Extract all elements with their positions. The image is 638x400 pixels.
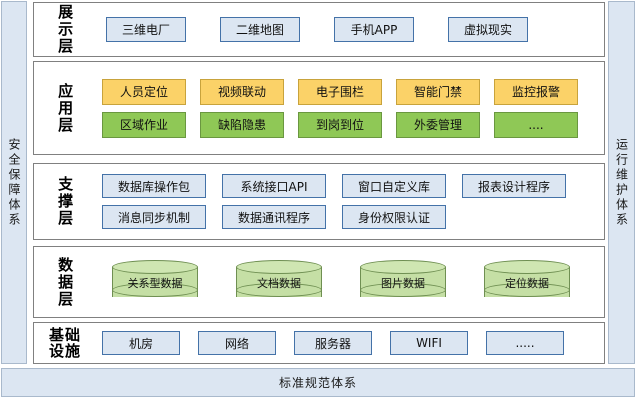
layer-label-data: 数据层 [34, 257, 96, 308]
node-row: 三维电厂 二维地图 手机APP 虚拟现实 [96, 17, 598, 42]
node-row: 关系型数据 文档数据 图片数据 定 [96, 260, 598, 304]
node-row: 机房 网络 服务器 WIFI ..... [96, 331, 598, 355]
cylinder-bottom-ellipse [360, 283, 446, 297]
node-application-1[interactable]: 人员定位 [102, 78, 186, 105]
node-application-7[interactable]: 缺陷隐患 [200, 111, 284, 138]
layer-infrastructure: 基础 设施 机房 网络 服务器 WIFI ..... [33, 322, 605, 364]
layer-body-data: 关系型数据 文档数据 图片数据 定 [96, 260, 604, 304]
node-application-9[interactable]: 外委管理 [396, 111, 480, 138]
node-infrastructure-3[interactable]: 服务器 [294, 331, 372, 355]
layer-label-support: 支撑层 [34, 176, 96, 227]
cylinder-bottom-ellipse [484, 283, 570, 297]
node-application-8[interactable]: 到岗到位 [298, 111, 382, 138]
cylinder-top-ellipse [112, 260, 198, 274]
node-application-4[interactable]: 智能门禁 [396, 78, 480, 105]
node-row: 人员定位 视频联动 电子围栏 智能门禁 监控报警 [96, 78, 598, 105]
node-application-2[interactable]: 视频联动 [200, 78, 284, 105]
node-support-7[interactable]: 身份权限认证 [342, 205, 446, 229]
node-application-3[interactable]: 电子围栏 [298, 78, 382, 105]
node-support-2[interactable]: 系统接口API [222, 174, 326, 198]
layer-label-infrastructure: 基础 设施 [34, 325, 96, 360]
node-application-6[interactable]: 区域作业 [102, 111, 186, 138]
node-presentation-1[interactable]: 三维电厂 [106, 17, 186, 42]
node-support-4[interactable]: 报表设计程序 [462, 174, 566, 198]
cylinder-data-2[interactable]: 文档数据 [236, 260, 322, 304]
layer-label-text: 应用层 [56, 82, 75, 134]
cylinder-label: 图片数据 [381, 277, 425, 290]
node-presentation-2[interactable]: 二维地图 [220, 17, 300, 42]
cylinder-label: 文档数据 [257, 277, 301, 290]
layer-label-text: 支撑层 [56, 176, 75, 227]
layer-body-infrastructure: 机房 网络 服务器 WIFI ..... [96, 331, 604, 355]
cylinder-data-1[interactable]: 关系型数据 [112, 260, 198, 304]
node-infrastructure-1[interactable]: 机房 [102, 331, 180, 355]
cylinder-label: 关系型数据 [127, 277, 183, 290]
right-vertical-band-operations: 运行维护体系 [608, 1, 635, 364]
node-row: 区域作业 缺陷隐患 到岗到位 外委管理 .... [96, 111, 598, 138]
layer-label-text: 数据层 [56, 256, 75, 308]
cylinder-bottom-ellipse [236, 283, 322, 297]
cylinder-label: 定位数据 [505, 277, 549, 290]
layer-body-support: 数据库操作包 系统接口API 窗口自定义库 报表设计程序 消息同步机制 数据通讯… [96, 174, 604, 229]
cylinder-top-ellipse [236, 260, 322, 274]
left-band-label: 安全保障体系 [7, 137, 21, 228]
node-presentation-3[interactable]: 手机APP [334, 17, 414, 42]
node-infrastructure-4[interactable]: WIFI [390, 331, 468, 355]
cylinder-bottom-ellipse [112, 283, 198, 297]
layer-data: 数据层 关系型数据 文档数据 [33, 246, 605, 318]
layer-label-presentation: 展示层 [34, 4, 96, 55]
left-vertical-band-security: 安全保障体系 [1, 1, 27, 364]
node-support-6[interactable]: 数据通讯程序 [222, 205, 326, 229]
node-application-5[interactable]: 监控报警 [494, 78, 578, 105]
layer-body-presentation: 三维电厂 二维地图 手机APP 虚拟现实 [96, 17, 604, 42]
bottom-band-standards: 标准规范体系 [1, 368, 635, 397]
node-row: 消息同步机制 数据通讯程序 身份权限认证 [96, 205, 598, 229]
cylinder-top-ellipse [484, 260, 570, 274]
node-support-1[interactable]: 数据库操作包 [102, 174, 206, 198]
layer-label-text: 基础 设施 [48, 325, 81, 360]
layer-presentation: 展示层 三维电厂 二维地图 手机APP 虚拟现实 [33, 2, 605, 57]
node-support-5[interactable]: 消息同步机制 [102, 205, 206, 229]
node-support-3[interactable]: 窗口自定义库 [342, 174, 446, 198]
cylinder-data-3[interactable]: 图片数据 [360, 260, 446, 304]
node-infrastructure-2[interactable]: 网络 [198, 331, 276, 355]
node-row: 数据库操作包 系统接口API 窗口自定义库 报表设计程序 [96, 174, 598, 198]
bottom-band-label: 标准规范体系 [278, 376, 357, 390]
right-band-label: 运行维护体系 [614, 137, 629, 228]
layer-support: 支撑层 数据库操作包 系统接口API 窗口自定义库 报表设计程序 消息同步机制 … [33, 163, 605, 240]
layer-label-text: 展示层 [56, 4, 75, 55]
node-presentation-4[interactable]: 虚拟现实 [448, 17, 528, 42]
layer-application: 应用层 人员定位 视频联动 电子围栏 智能门禁 监控报警 区域作业 缺陷隐患 到… [33, 61, 605, 155]
layer-label-application: 应用层 [34, 83, 96, 134]
cylinder-data-4[interactable]: 定位数据 [484, 260, 570, 304]
layer-body-application: 人员定位 视频联动 电子围栏 智能门禁 监控报警 区域作业 缺陷隐患 到岗到位 … [96, 78, 604, 138]
node-application-10[interactable]: .... [494, 111, 578, 138]
node-infrastructure-5[interactable]: ..... [486, 331, 564, 355]
cylinder-top-ellipse [360, 260, 446, 274]
